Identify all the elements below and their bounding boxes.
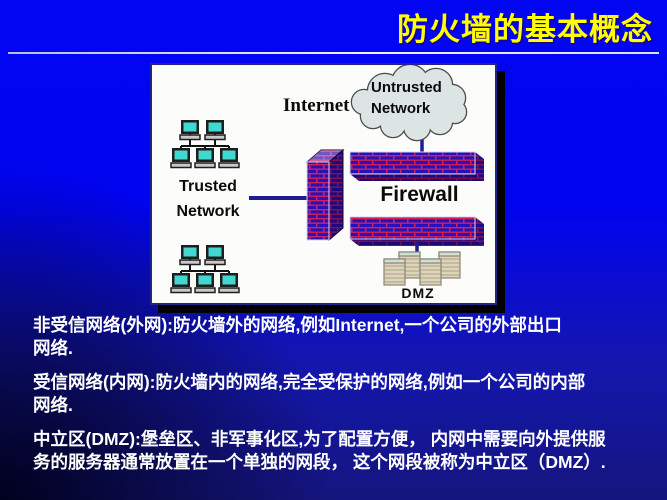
untrusted-label-line1: Untrusted bbox=[371, 79, 442, 96]
network-diagram-graphic bbox=[152, 65, 484, 303]
text-line: 受信网络(内网):防火墙内的网络,完全受保护的网络,例如一个公司的内部 bbox=[33, 372, 586, 392]
dmz-label: DMZ bbox=[401, 285, 435, 301]
firewall-label: Firewall bbox=[380, 183, 459, 206]
title-divider-line bbox=[8, 52, 659, 54]
untrusted-label-line2: Network bbox=[371, 100, 431, 117]
firewall-bottom-bar-icon bbox=[349, 216, 484, 246]
definition-trusted-network: 受信网络(内网):防火墙内的网络,完全受保护的网络,例如一个公司的内部 网络. bbox=[33, 371, 649, 417]
internet-label: Internet bbox=[283, 95, 350, 116]
workstation-cluster-icon-top bbox=[171, 120, 239, 168]
workstation-cluster-icon-bottom bbox=[171, 245, 239, 293]
text-line: 网络. bbox=[33, 338, 73, 358]
firewall-wall-icon bbox=[305, 148, 345, 242]
untrusted-network-label: Untrusted Network bbox=[371, 77, 442, 119]
server-stack-icon bbox=[383, 251, 461, 286]
definition-untrusted-network: 非受信网络(外网):防火墙外的网络,例如Internet,一个公司的外部出口 网… bbox=[33, 314, 649, 360]
text-line: 非受信网络(外网):防火墙外的网络,例如Internet,一个公司的外部出口 bbox=[33, 315, 562, 335]
network-diagram-panel: Internet Untrusted Network Trusted Netwo… bbox=[150, 63, 497, 305]
trusted-label-line2: Network bbox=[176, 203, 240, 220]
slide-title: 防火墙的基本概念 bbox=[397, 12, 653, 47]
firewall-top-bar-icon bbox=[349, 151, 484, 181]
definition-dmz: 中立区(DMZ):堡垒区、非军事化区,为了配置方便， 内网中需要向外提供服 务的… bbox=[33, 428, 649, 474]
trusted-label-line1: Trusted bbox=[179, 178, 237, 195]
trusted-network-label: Trusted Network bbox=[158, 174, 258, 224]
text-line: 网络. bbox=[33, 395, 73, 415]
definitions-text-block: 非受信网络(外网):防火墙外的网络,例如Internet,一个公司的外部出口 网… bbox=[33, 314, 649, 485]
text-line: 务的服务器通常放置在一个单独的网段， 这个网段被称为中立区（DMZ）. bbox=[33, 452, 606, 472]
cloud-icon bbox=[350, 65, 468, 142]
text-line: 中立区(DMZ):堡垒区、非军事化区,为了配置方便， 内网中需要向外提供服 bbox=[33, 429, 606, 449]
